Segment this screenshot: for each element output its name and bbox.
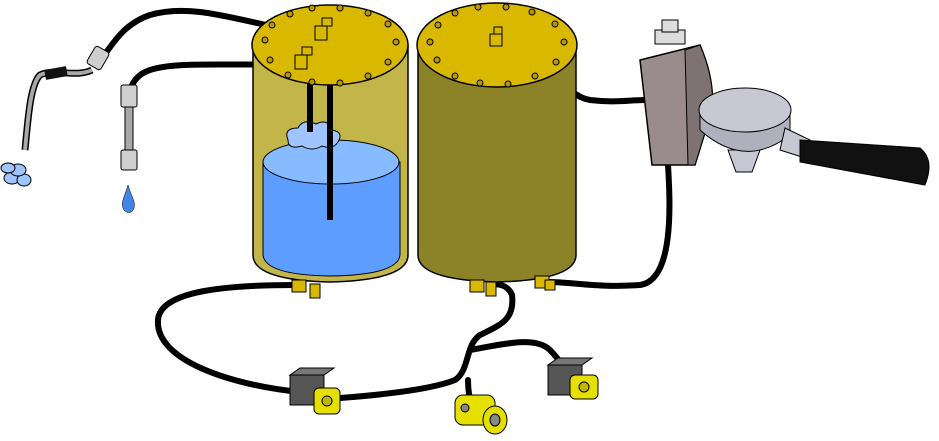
solenoid-valve-right: [546, 357, 599, 400]
right-tank: [416, 2, 578, 297]
portafilter-handle: [799, 139, 930, 186]
tap-fitting-top: [120, 84, 138, 108]
lid-fittings: [294, 17, 333, 70]
right-lid-fitting: [489, 26, 503, 47]
group-head: [639, 19, 714, 166]
steam-wand-fitting: [86, 45, 110, 71]
hot-water-tap: [120, 84, 138, 213]
valve-to-pump-pipe: [337, 281, 516, 401]
portafilter-rim: [698, 87, 792, 133]
steam-puff-icon: [0, 162, 32, 187]
water-drop-icon: [122, 184, 135, 213]
lid-bolts: [261, 4, 400, 87]
right-lid-bolts: [426, 3, 568, 88]
tap-tube: [124, 106, 134, 153]
tap-nozzle: [120, 149, 138, 171]
left-tank-lid: [251, 4, 409, 86]
right-tank-bottom-fittings: [469, 275, 556, 297]
right-tank-body: [417, 44, 577, 283]
group-return-pipe: [547, 162, 673, 289]
left-tank: [251, 4, 409, 299]
steam-wand: [0, 45, 110, 187]
portafilter-spout: [727, 149, 761, 173]
portafilter: [698, 87, 930, 186]
pump: [454, 394, 508, 435]
left-tank-drain-pipe: [154, 282, 303, 395]
steam-cloud: [286, 121, 341, 150]
left-tank-drain-fitting: [291, 279, 321, 299]
solenoid-valve-left: [288, 367, 341, 415]
steam-wand-grip: [44, 66, 68, 80]
